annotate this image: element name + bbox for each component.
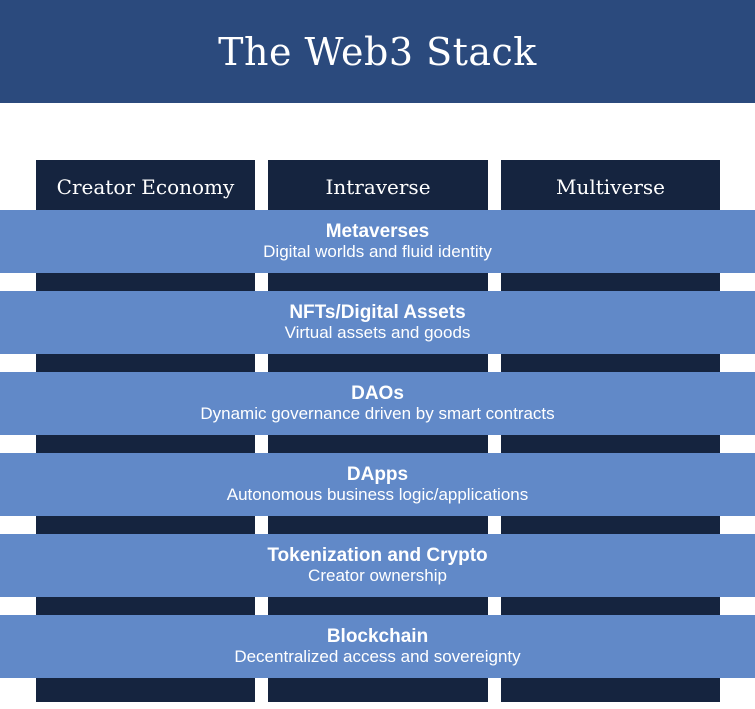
- layer-title: Tokenization and Crypto: [267, 545, 488, 567]
- layer-subtitle: Decentralized access and sovereignty: [234, 647, 521, 667]
- header-banner: The Web3 Stack: [0, 0, 755, 103]
- column-header-label: Multiverse: [556, 174, 665, 199]
- column-header-label: Creator Economy: [56, 174, 235, 199]
- stack-layer-daos[interactable]: DAOs Dynamic governance driven by smart …: [0, 372, 755, 435]
- layer-title: DApps: [346, 464, 409, 486]
- column-header-multiverse[interactable]: Multiverse: [501, 160, 720, 213]
- column-header-intraverse[interactable]: Intraverse: [268, 160, 488, 213]
- layer-title: NFTs/Digital Assets: [289, 302, 466, 324]
- stack-layers-group: Metaverses Digital worlds and fluid iden…: [0, 103, 755, 709]
- web3-stack-diagram: Creator Economy Intraverse Multiverse Me…: [0, 103, 755, 709]
- layer-title: DAOs: [351, 383, 404, 405]
- layer-subtitle: Digital worlds and fluid identity: [263, 242, 492, 262]
- stack-layer-dapps[interactable]: DApps Autonomous business logic/applicat…: [0, 453, 755, 516]
- stack-layer-blockchain[interactable]: Blockchain Decentralized access and sove…: [0, 615, 755, 678]
- page-title: The Web3 Stack: [218, 29, 537, 74]
- layer-title: Metaverses: [325, 221, 430, 243]
- layer-subtitle: Autonomous business logic/applications: [226, 485, 529, 505]
- layer-subtitle: Virtual assets and goods: [284, 323, 471, 343]
- stack-layer-nfts-digital-assets[interactable]: NFTs/Digital Assets Virtual assets and g…: [0, 291, 755, 354]
- stack-layer-metaverses[interactable]: Metaverses Digital worlds and fluid iden…: [0, 210, 755, 273]
- layer-subtitle: Dynamic governance driven by smart contr…: [200, 404, 555, 424]
- column-headers-row: Creator Economy Intraverse Multiverse: [0, 160, 755, 213]
- stack-layer-tokenization-and-crypto[interactable]: Tokenization and Crypto Creator ownershi…: [0, 534, 755, 597]
- column-header-creator-economy[interactable]: Creator Economy: [36, 160, 255, 213]
- column-header-label: Intraverse: [325, 174, 431, 199]
- layer-title: Blockchain: [326, 626, 429, 648]
- layer-subtitle: Creator ownership: [308, 566, 447, 586]
